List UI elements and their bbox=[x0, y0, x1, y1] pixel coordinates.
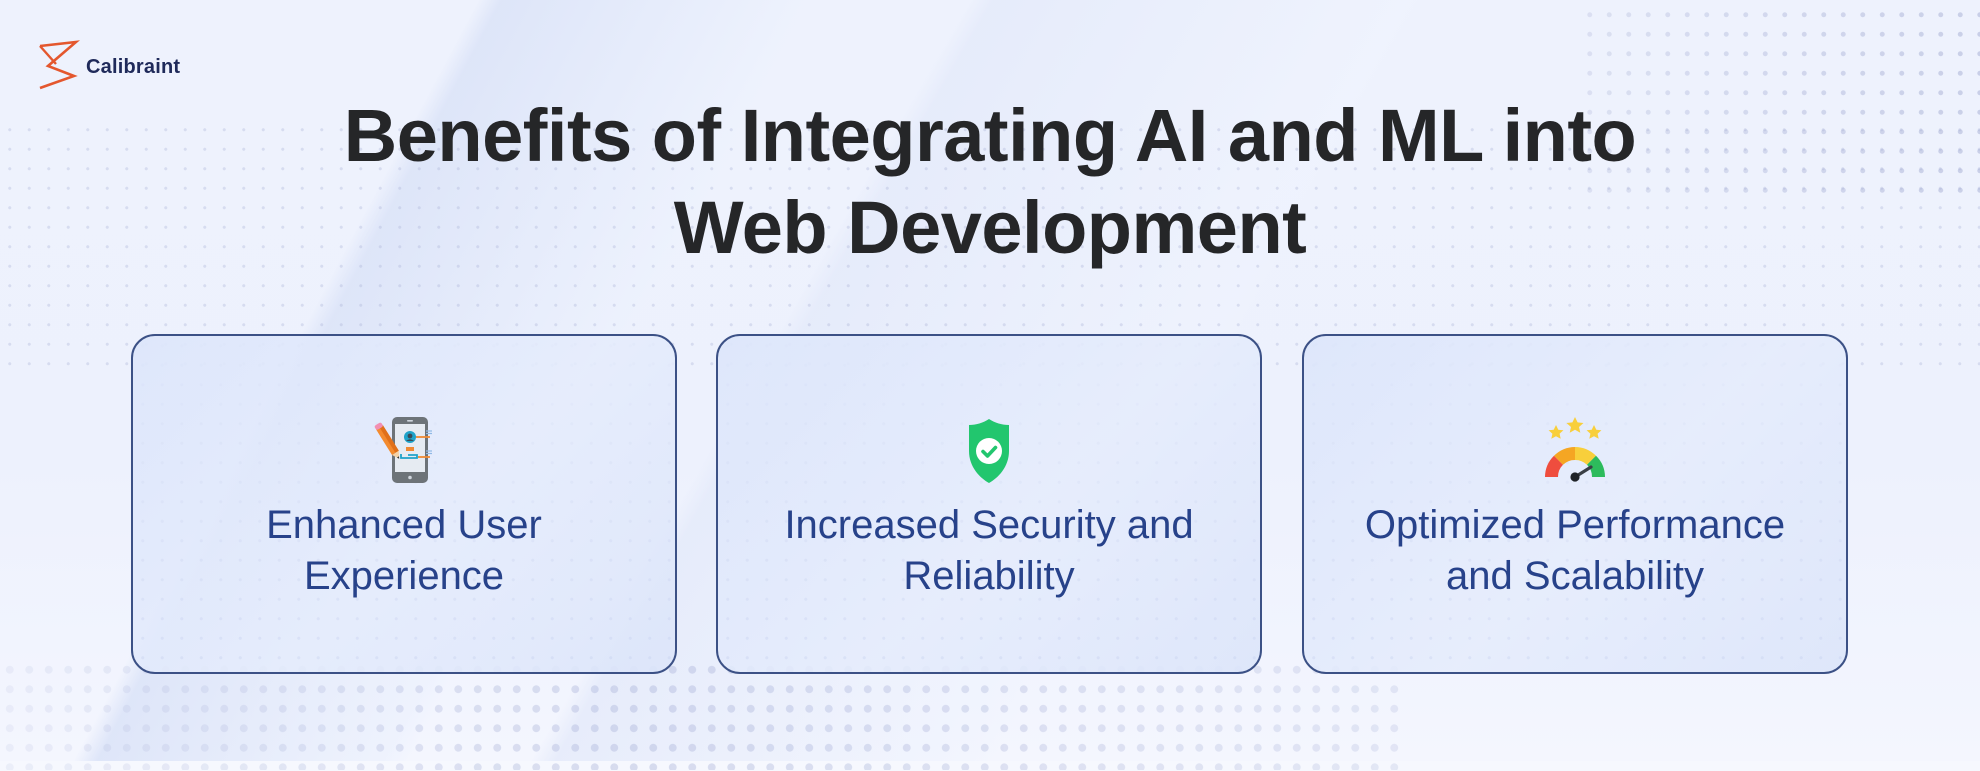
shield-check-icon bbox=[949, 411, 1029, 491]
benefit-label: Enhanced User Experience bbox=[133, 500, 675, 602]
benefit-label: Optimized Performance and Scalability bbox=[1304, 500, 1846, 602]
benefit-label-line-2: Reliability bbox=[903, 554, 1075, 598]
benefit-card-user-experience: Enhanced User Experience bbox=[131, 334, 677, 674]
page-title: Benefits of Integrating AI and ML into W… bbox=[0, 90, 1980, 274]
speedometer-stars-icon bbox=[1535, 411, 1615, 491]
calibraint-z-logo-icon bbox=[36, 38, 81, 97]
benefit-label-line-2: and Scalability bbox=[1446, 554, 1704, 598]
brand-logo: Calibraint bbox=[36, 38, 180, 97]
benefit-label: Increased Security and Reliability bbox=[718, 500, 1260, 602]
benefit-card-performance: Optimized Performance and Scalability bbox=[1302, 334, 1848, 674]
benefit-label-line-1: Increased Security and bbox=[784, 503, 1194, 547]
benefit-label-line-1: Optimized Performance bbox=[1364, 503, 1786, 547]
benefit-label-line-2: Experience bbox=[303, 554, 505, 598]
brand-name: Calibraint bbox=[86, 56, 181, 78]
page-title-line-2: Web Development bbox=[673, 186, 1307, 269]
benefit-card-security: Increased Security and Reliability bbox=[716, 334, 1262, 674]
page-title-line-1: Benefits of Integrating AI and ML into bbox=[343, 94, 1637, 177]
mobile-ux-design-icon bbox=[364, 411, 444, 491]
benefit-label-line-1: Enhanced User bbox=[266, 503, 542, 547]
